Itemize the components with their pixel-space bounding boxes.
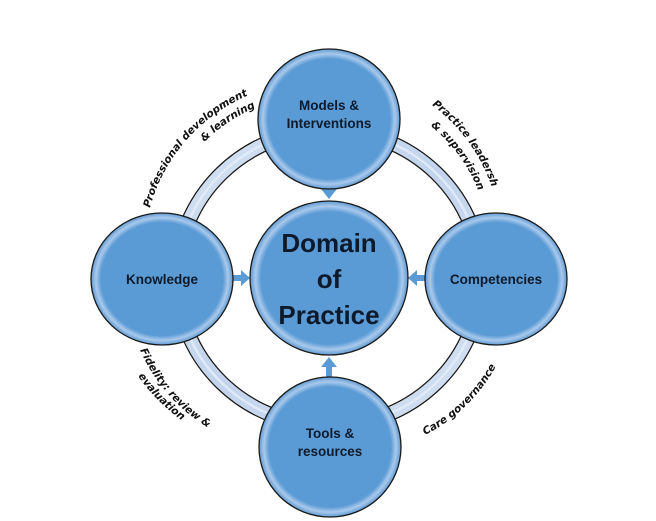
center-label-line-3: Practice <box>278 300 379 330</box>
arc-label-care-governance-line-1: Care governance <box>421 362 499 438</box>
node-knowledge: Knowledge <box>90 212 234 346</box>
node-tools-resources: Tools & resources <box>258 376 402 518</box>
node-competencies: Competencies <box>424 212 568 346</box>
node-knowledge-label: Knowledge <box>126 272 198 287</box>
arc-label-care-governance: Care governance <box>421 362 499 438</box>
node-models-interventions-label-line-1: Models & <box>299 98 359 113</box>
node-models-interventions-label-line-2: Interventions <box>287 116 372 131</box>
arc-label-professional-development-line-1: Professional development <box>141 87 250 209</box>
node-domain-of-practice: Domain of Practice <box>249 200 409 356</box>
node-competencies-label: Competencies <box>450 272 542 287</box>
node-models-interventions: Models & Interventions <box>257 48 401 190</box>
arrow-bottom-to-center <box>321 357 337 379</box>
node-tools-resources-label-line-2: resources <box>298 444 363 459</box>
arrow-right-to-center <box>408 270 426 286</box>
center-label-line-1: Domain <box>281 228 376 258</box>
center-label-line-2: of <box>317 264 342 294</box>
arrow-left-to-center <box>232 270 250 286</box>
node-tools-resources-label-line-1: Tools & <box>306 426 355 441</box>
